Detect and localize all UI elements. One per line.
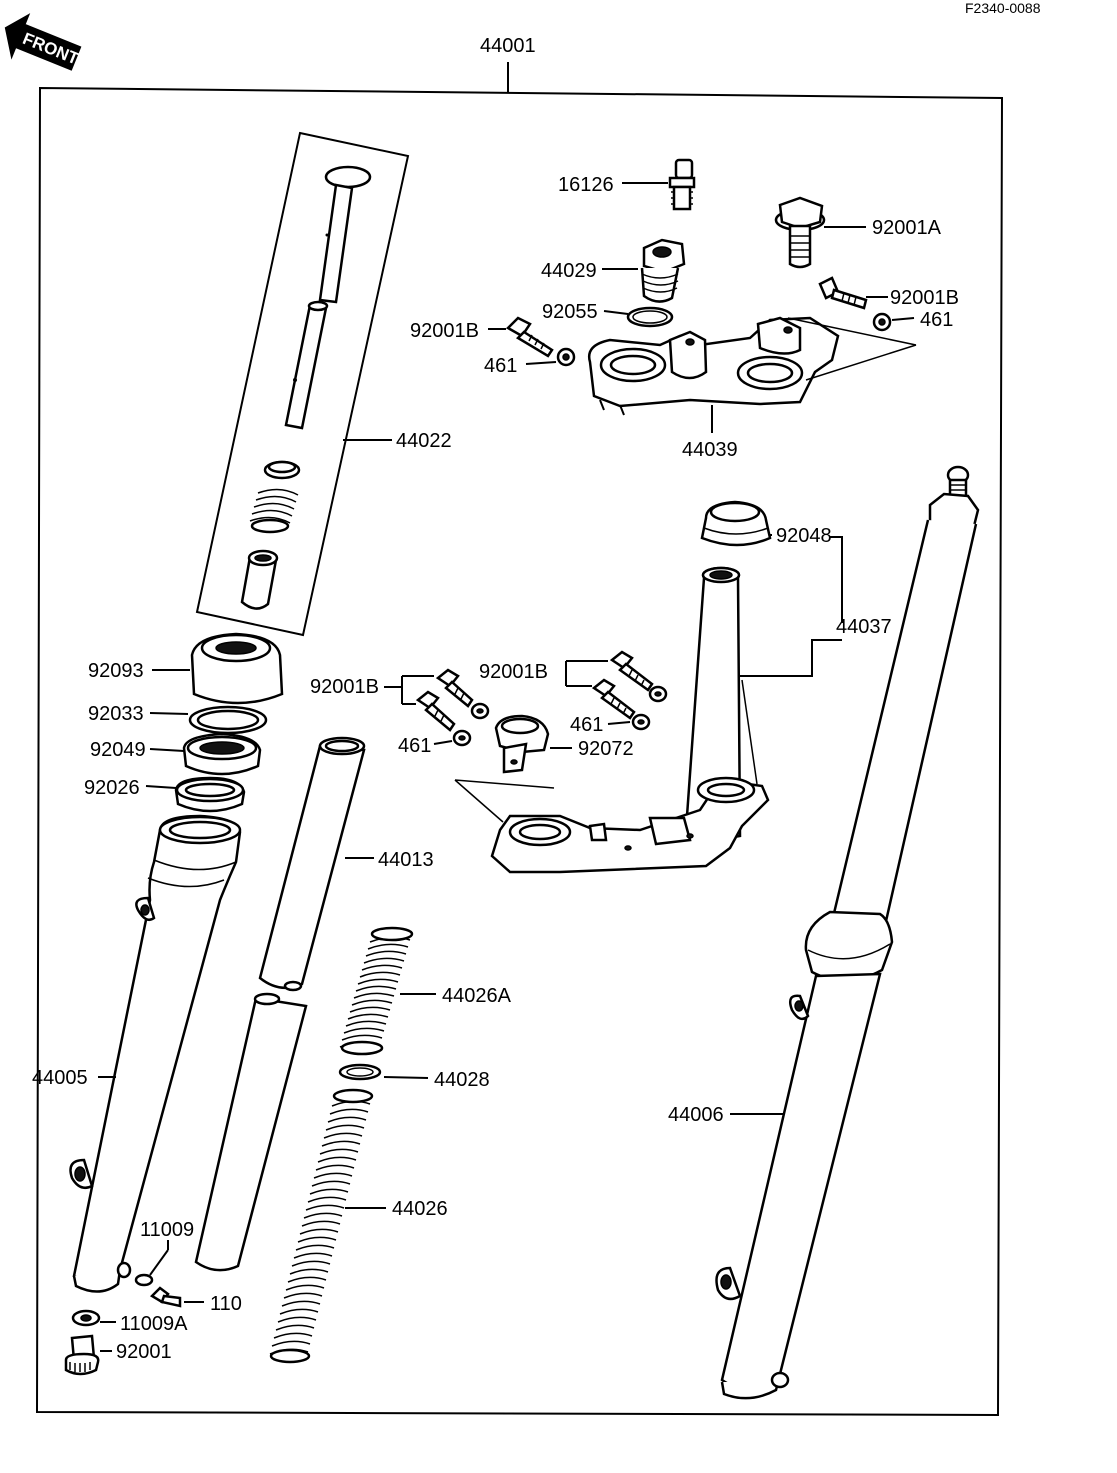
label-11009A: 11009A	[120, 1313, 188, 1335]
clamp-92072	[494, 714, 550, 774]
label-110: 110	[210, 1293, 242, 1315]
label-461-mid-left: 461	[398, 735, 431, 757]
label-44037: 44037	[836, 616, 892, 638]
bolt-92001A	[774, 196, 826, 269]
label-16126: 16126	[558, 174, 614, 196]
upper-bracket-44039	[587, 316, 840, 416]
label-92001B-top-right: 92001B	[890, 287, 959, 309]
clip-92033	[188, 705, 268, 735]
label-92048: 92048	[776, 525, 832, 547]
label-92001B-mid-left: 92001B	[310, 676, 379, 698]
top-cap-44029	[640, 238, 686, 303]
label-92049: 92049	[90, 739, 146, 761]
bolts-92001B-mid-left	[415, 668, 490, 732]
bolt-92001B-top-right	[818, 276, 868, 310]
label-92001B-mid-right: 92001B	[479, 661, 548, 683]
label-44029: 44029	[541, 260, 597, 282]
label-92001: 92001	[116, 1341, 172, 1363]
fork-assembly-44006	[715, 465, 980, 1400]
label-461-top-right: 461	[920, 309, 953, 331]
dust-seal-92093	[190, 632, 284, 705]
label-92001A: 92001A	[872, 217, 942, 239]
front-direction-arrow: FRONT	[4, 13, 82, 71]
label-44006: 44006	[668, 1104, 724, 1126]
bolt-110	[149, 1286, 182, 1308]
label-92033: 92033	[88, 703, 144, 725]
drawing-code: F2340-0088	[965, 0, 1041, 16]
spring-44026A	[339, 926, 414, 1056]
label-92001B-top-left: 92001B	[410, 320, 479, 342]
bolts-92001B-mid-right	[591, 650, 668, 720]
outer-tube-44005	[69, 814, 242, 1293]
label-44039: 44039	[682, 439, 738, 461]
bolt-92001B-top-left	[505, 316, 554, 358]
stem-lower-bracket-44037	[490, 566, 770, 874]
washer-11009	[134, 1273, 154, 1287]
label-44026: 44026	[392, 1198, 448, 1220]
label-461-mid-right: 461	[570, 714, 603, 736]
label-92026: 92026	[84, 777, 140, 799]
label-92072: 92072	[578, 738, 634, 760]
washer-11009A	[71, 1309, 101, 1327]
kit-44022	[195, 131, 410, 637]
bolt-92001	[64, 1334, 100, 1376]
label-44022: 44022	[396, 430, 452, 452]
assembly-number: 44001	[480, 35, 536, 57]
label-44005: 44005	[32, 1067, 88, 1089]
inner-tube-44013	[194, 736, 366, 1272]
label-92093: 92093	[88, 660, 144, 682]
air-valve-16126	[668, 158, 696, 211]
label-11009: 11009	[140, 1219, 194, 1241]
label-44026A: 44026A	[442, 985, 512, 1007]
washer-92026	[174, 776, 246, 813]
cap-92048	[700, 500, 772, 547]
washer-44028	[338, 1063, 382, 1081]
oil-seal-92049	[182, 732, 262, 776]
label-461-top-left: 461	[484, 355, 517, 377]
label-44013: 44013	[378, 849, 434, 871]
label-44028: 44028	[434, 1069, 490, 1091]
spring-44026	[269, 1088, 374, 1364]
assembly-frame	[35, 86, 1004, 1417]
label-92055: 92055	[542, 301, 598, 323]
